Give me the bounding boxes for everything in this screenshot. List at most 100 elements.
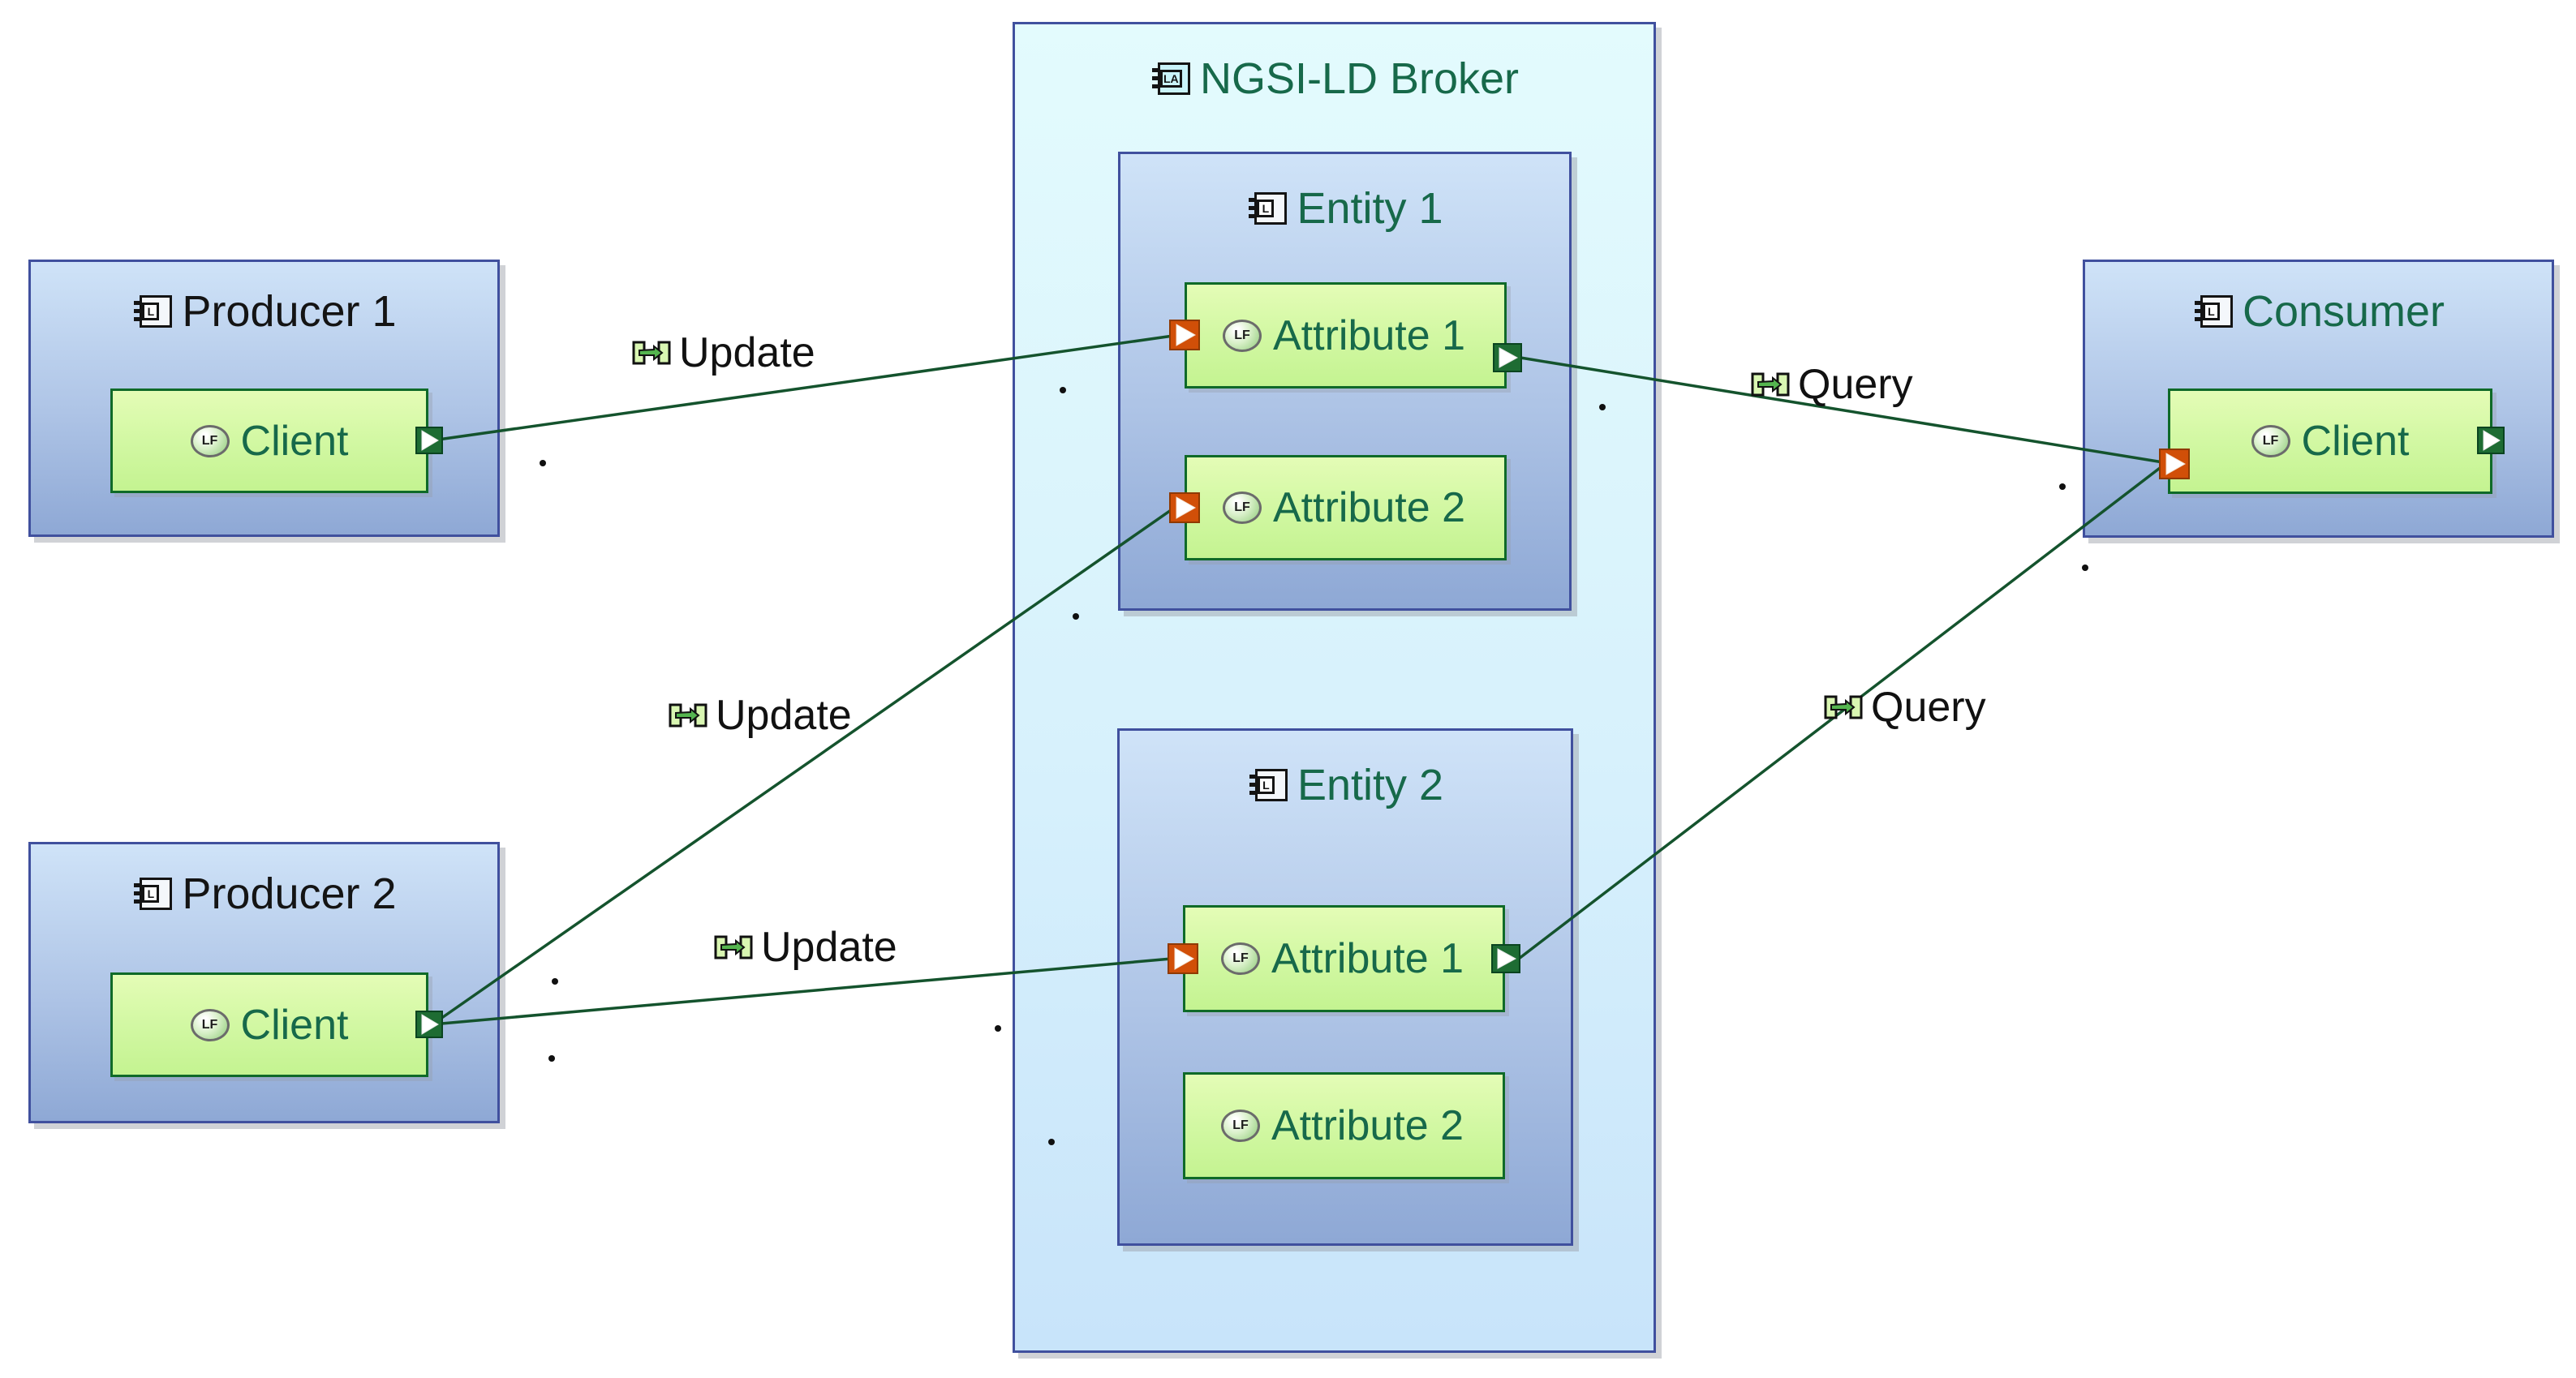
node-ngsi-ld-broker[interactable]: LA NGSI-LD Broker L Entity 1 LF Attribut…: [1013, 22, 1656, 1353]
node-consumer-client[interactable]: LF Client: [2168, 389, 2492, 494]
anchor-dot: [548, 1055, 555, 1062]
broker-title-row: LA NGSI-LD Broker: [1015, 54, 1654, 104]
consumer-title-row: L Consumer: [2085, 286, 2552, 337]
component-icon-pins: [1249, 198, 1256, 202]
lf-icon: LF: [2251, 425, 2290, 457]
entity-2-attribute-1-row: LF Attribute 1: [1185, 908, 1503, 1010]
anchor-dot: [540, 460, 546, 466]
component-icon: L: [2194, 295, 2233, 328]
lf-icon: LF: [1221, 1110, 1260, 1142]
consumer-title: Consumer: [2242, 287, 2445, 336]
edge-label-text: Query: [1871, 684, 1986, 731]
connection-update-1[interactable]: [432, 334, 1174, 442]
edge-label-update-3[interactable]: Update: [714, 923, 897, 972]
lf-icon: LF: [190, 424, 230, 457]
lf-icon: LF: [190, 1008, 230, 1041]
lf-icon: LF: [1221, 942, 1260, 975]
node-producer-2[interactable]: L Producer 2 LF Client: [28, 842, 500, 1123]
producer-2-client-row: LF Client: [113, 975, 426, 1075]
producer-1-title-row: L Producer 1: [31, 286, 497, 337]
component-icon-letter: L: [142, 303, 160, 320]
producer-2-title: Producer 2: [182, 869, 397, 918]
node-entity-2[interactable]: L Entity 2 LF Attribute 1 LF Attribute 2: [1117, 728, 1573, 1246]
component-icon-pins: [134, 883, 141, 887]
producer-1-title: Producer 1: [182, 287, 397, 336]
entity-1-attribute-2-row: LF Attribute 2: [1187, 457, 1504, 558]
component-icon-letter: L: [142, 885, 160, 903]
port-entity-1-attribute-2-input[interactable]: [1169, 492, 1200, 523]
edge-label-update-2[interactable]: Update: [669, 691, 852, 740]
flow-icon: [714, 935, 753, 959]
flow-icon: [1824, 695, 1863, 719]
entity-2-attribute-2-label: Attribute 2: [1271, 1102, 1464, 1149]
entity-1-attribute-2-label: Attribute 2: [1273, 484, 1466, 531]
port-producer-2-client-output[interactable]: [415, 1011, 443, 1038]
producer-2-client-label: Client: [240, 1001, 349, 1049]
edge-label-text: Update: [716, 692, 852, 739]
component-icon-letter: L: [1257, 776, 1275, 794]
broker-title: NGSI-LD Broker: [1199, 54, 1520, 103]
port-consumer-client-output[interactable]: [2477, 427, 2505, 454]
node-entity-1-attribute-1[interactable]: LF Attribute 1: [1185, 282, 1507, 389]
port-entity-2-attribute-1-output[interactable]: [1491, 944, 1520, 973]
flow-icon: [1751, 372, 1790, 397]
connection-query-2[interactable]: [1517, 464, 2165, 960]
component-icon: L: [1249, 769, 1288, 801]
anchor-dot: [995, 1025, 1001, 1032]
edge-label-query-1[interactable]: Query: [1751, 360, 1913, 409]
flow-icon: [632, 341, 671, 365]
component-icon: L: [134, 295, 173, 328]
producer-1-client-label: Client: [240, 417, 349, 465]
port-entity-2-attribute-1-input[interactable]: [1168, 943, 1198, 974]
edge-label-query-2[interactable]: Query: [1824, 683, 1986, 732]
entity-2-title: Entity 2: [1297, 761, 1444, 809]
lf-icon: LF: [1223, 319, 1262, 352]
node-entity-2-attribute-1[interactable]: LF Attribute 1: [1183, 905, 1505, 1012]
connection-update-2[interactable]: [431, 507, 1175, 1026]
component-icon: L: [1249, 192, 1288, 225]
entity-1-title: Entity 1: [1297, 184, 1443, 233]
node-entity-1-attribute-2[interactable]: LF Attribute 2: [1185, 455, 1507, 560]
component-icon-letter: L: [2202, 303, 2220, 320]
edge-label-text: Query: [1798, 361, 1913, 408]
component-icon-letter: L: [1257, 200, 1275, 217]
node-producer-1[interactable]: L Producer 1 LF Client: [28, 260, 500, 537]
edge-label-text: Update: [761, 924, 897, 971]
component-icon: L: [134, 878, 173, 910]
anchor-dot: [2059, 483, 2066, 490]
connection-update-3[interactable]: [432, 957, 1172, 1026]
node-entity-1[interactable]: L Entity 1 LF Attribute 1 LF Attribute 2: [1118, 152, 1572, 611]
producer-1-client-row: LF Client: [113, 391, 426, 491]
consumer-client-row: LF Client: [2170, 391, 2490, 492]
anchor-dot: [552, 978, 558, 985]
component-icon-letter: LA: [1159, 70, 1182, 88]
node-producer-1-client[interactable]: LF Client: [110, 389, 428, 493]
port-producer-1-client-output[interactable]: [415, 427, 443, 454]
node-producer-2-client[interactable]: LF Client: [110, 972, 428, 1077]
component-icon-pins: [1249, 775, 1256, 779]
entity-2-attribute-1-label: Attribute 1: [1271, 935, 1464, 982]
consumer-client-label: Client: [2301, 418, 2410, 465]
component-icon-pins: [2194, 301, 2201, 305]
component-icon: LA: [1151, 62, 1190, 95]
entity-2-attribute-2-row: LF Attribute 2: [1185, 1075, 1503, 1177]
entity-1-attribute-1-row: LF Attribute 1: [1187, 285, 1504, 386]
port-consumer-client-input[interactable]: [2159, 449, 2190, 479]
entity-1-attribute-1-label: Attribute 1: [1273, 311, 1466, 359]
component-icon-pins: [1151, 68, 1159, 72]
flow-icon: [669, 703, 707, 728]
port-entity-1-attribute-1-input[interactable]: [1169, 320, 1200, 350]
node-entity-2-attribute-2[interactable]: LF Attribute 2: [1183, 1072, 1505, 1179]
port-entity-1-attribute-1-output[interactable]: [1493, 343, 1522, 372]
node-consumer[interactable]: L Consumer LF Client: [2083, 260, 2554, 538]
edge-label-text: Update: [679, 329, 815, 376]
producer-2-title-row: L Producer 2: [31, 869, 497, 919]
lf-icon: LF: [1223, 492, 1262, 524]
edge-label-update-1[interactable]: Update: [632, 328, 815, 377]
component-icon-pins: [134, 301, 141, 305]
entity-1-title-row: L Entity 1: [1120, 183, 1569, 234]
entity-2-title-row: L Entity 2: [1120, 760, 1571, 810]
connection-query-1[interactable]: [1520, 356, 2164, 464]
